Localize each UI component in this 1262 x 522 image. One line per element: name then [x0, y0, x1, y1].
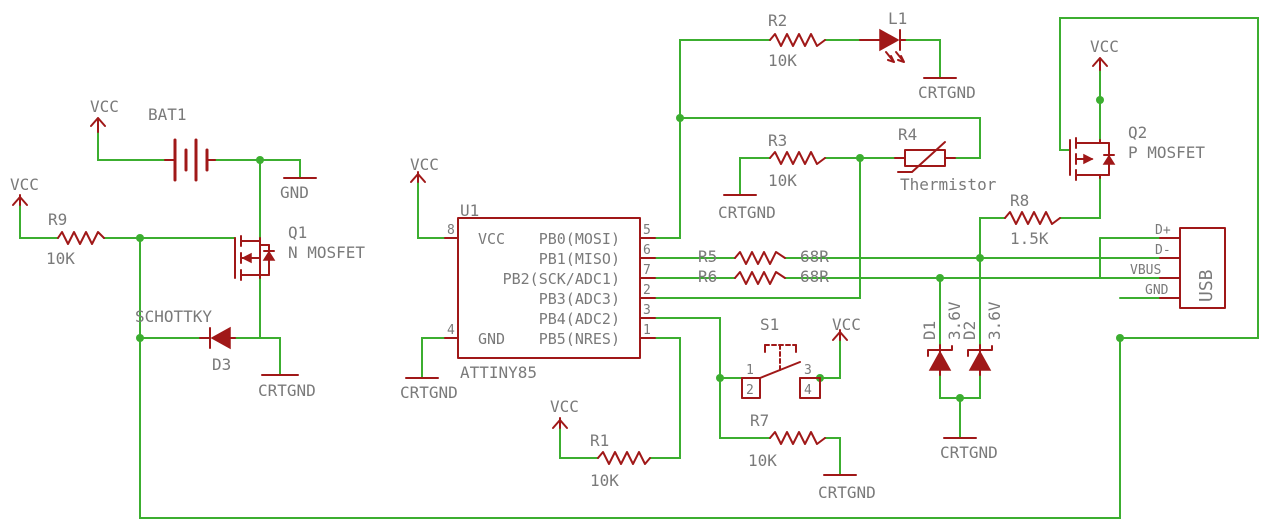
label-r2: R2	[768, 11, 787, 30]
label-d3: D3	[212, 355, 231, 374]
label-r3: R3	[768, 131, 787, 150]
label-u1: U1	[460, 201, 479, 220]
pin-label-vcc: VCC	[478, 230, 505, 248]
pin-label-pb5: PB5(NRES)	[539, 330, 620, 348]
usb-pin-gnd: GND	[1145, 283, 1169, 298]
label-crtgnd-l1: CRTGND	[918, 83, 976, 102]
resistor-r1	[597, 451, 651, 465]
type-q2: P MOSFET	[1128, 143, 1205, 162]
value-d2: 3.6V	[985, 301, 1004, 340]
label-r9: R9	[48, 210, 67, 229]
label-r8: R8	[1010, 191, 1029, 210]
label-r1: R1	[590, 431, 609, 450]
usb-pin-dplus: D+	[1155, 223, 1171, 238]
usb-pin-vbus: VBUS	[1130, 263, 1161, 278]
pin-label-pb1: PB1(MISO)	[539, 250, 620, 268]
pin-num-3: 3	[643, 303, 651, 318]
pin-num-5: 5	[643, 223, 651, 238]
value-r1: 10K	[590, 471, 619, 490]
label-d2: D2	[960, 321, 979, 340]
resistor-r8	[1004, 211, 1061, 225]
switch-s1	[741, 344, 821, 399]
vcc-symbols	[12, 57, 1108, 429]
part-u1: ATTINY85	[460, 363, 537, 382]
label-crtgnd-u1: CRTGND	[400, 383, 458, 402]
battery-bat1	[164, 138, 216, 182]
pin-num-2: 2	[643, 283, 651, 298]
resistor-r3	[769, 151, 826, 165]
pin-num-8: 8	[447, 223, 455, 238]
resistor-r9	[57, 231, 105, 245]
type-d3: SCHOTTKY	[135, 307, 212, 326]
pin-num-4: 4	[447, 323, 455, 338]
value-d1: 3.6V	[945, 301, 964, 340]
value-r3: 10K	[768, 171, 797, 190]
label-vcc-r9: VCC	[10, 175, 39, 194]
value-r5: 68R	[800, 247, 829, 266]
usb-label: USB	[1196, 269, 1217, 302]
label-q2: Q2	[1128, 123, 1147, 142]
pin-label-gnd: GND	[478, 330, 505, 348]
label-vcc-u1: VCC	[410, 155, 439, 174]
value-r2: 10K	[768, 51, 797, 70]
label-vcc-s1: VCC	[832, 315, 861, 334]
label-vcc-bat: VCC	[90, 97, 119, 116]
thermistor-r4	[894, 141, 956, 173]
ground-symbols	[261, 77, 977, 476]
attiny85-u1	[444, 217, 656, 359]
pin-label-pb0: PB0(MOSI)	[539, 230, 620, 248]
s1-pin-4: 4	[804, 383, 812, 398]
label-crtgnd-r3: CRTGND	[718, 203, 776, 222]
usb-connector	[1159, 227, 1226, 309]
label-vcc-q2: VCC	[1090, 37, 1119, 56]
label-crtgnd-r7: CRTGND	[818, 483, 876, 502]
label-q1: Q1	[288, 223, 307, 242]
label-vcc-r1: VCC	[550, 397, 579, 416]
label-crtgnd-diodes: CRTGND	[940, 443, 998, 462]
mosfet-q2	[1069, 137, 1116, 181]
label-d1: D1	[920, 321, 939, 340]
label-crtgnd-q1: CRTGND	[258, 381, 316, 400]
s1-pin-2: 2	[746, 383, 754, 398]
resistor-r7	[769, 431, 826, 445]
zener-d2	[967, 344, 993, 376]
type-q1: N MOSFET	[288, 243, 365, 262]
pin-num-6: 6	[643, 243, 651, 258]
pin-num-1: 1	[643, 323, 651, 338]
label-gnd: GND	[280, 183, 309, 202]
led-l1	[859, 28, 906, 63]
resistor-r2	[769, 33, 826, 47]
value-r7: 10K	[748, 451, 777, 470]
label-r4: R4	[898, 125, 917, 144]
label-l1: L1	[888, 9, 907, 28]
value-r6: 68R	[800, 267, 829, 286]
s1-pin-1: 1	[746, 363, 754, 378]
value-r8: 1.5K	[1010, 229, 1049, 248]
label-r7: R7	[750, 411, 769, 430]
pin-label-pb4: PB4(ADC2)	[539, 310, 620, 328]
pin-label-pb2: PB2(SCK/ADC1)	[503, 270, 620, 288]
s1-pin-3: 3	[804, 363, 812, 378]
value-r9: 10K	[46, 249, 75, 268]
pin-num-7: 7	[643, 263, 651, 278]
label-s1: S1	[760, 315, 779, 334]
mosfet-q1	[234, 235, 276, 281]
diode-d3	[199, 326, 236, 350]
label-r6: R6	[698, 267, 717, 286]
zener-d1	[927, 344, 953, 376]
junctions	[136, 96, 1124, 402]
resistor-r6	[734, 271, 786, 285]
resistor-r5	[734, 251, 786, 265]
label-bat1: BAT1	[148, 105, 187, 124]
labels: BAT1 VCC VCC VCC VCC VCC VCC GND CRTGND …	[10, 9, 1217, 502]
pin-label-pb3: PB3(ADC3)	[539, 290, 620, 308]
type-r4: Thermistor	[900, 175, 997, 194]
label-r5: R5	[698, 247, 717, 266]
usb-pin-dminus: D-	[1155, 243, 1171, 258]
resistors	[57, 33, 1061, 465]
